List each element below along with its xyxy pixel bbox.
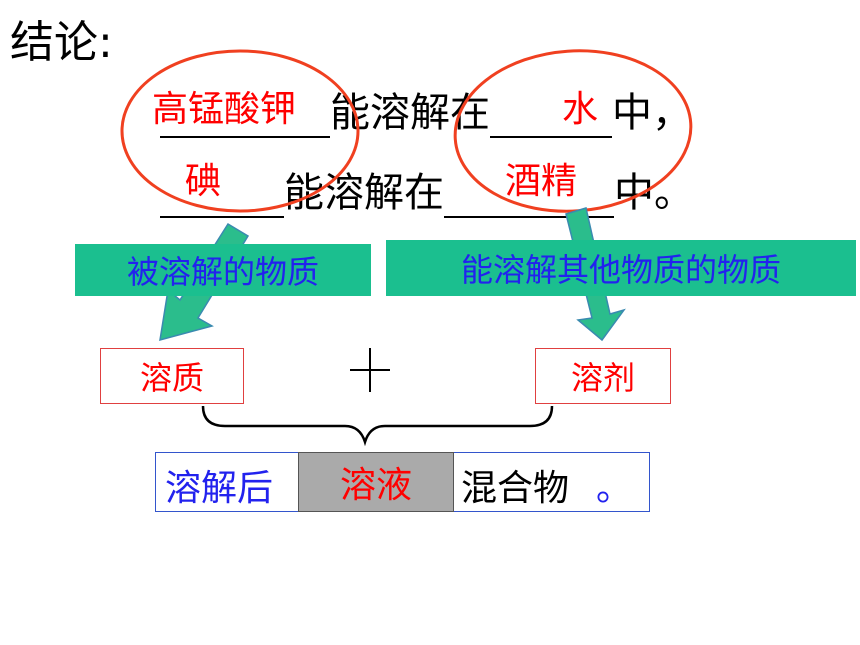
line2-text2: 中。 xyxy=(614,170,694,216)
left-circle xyxy=(120,49,360,213)
sentence-line-2: 能溶解在 中。 xyxy=(160,160,694,218)
result-period: 。 xyxy=(596,468,633,509)
label-solvent-definition: 能溶解其他物质的物质 xyxy=(386,240,856,296)
term-solute: 溶质 xyxy=(100,348,244,404)
result-suffix: 混合物 xyxy=(461,468,570,509)
line1-text2: 中， xyxy=(612,90,692,136)
brace-icon xyxy=(201,405,554,447)
line2-text1: 能溶解在 xyxy=(284,170,444,216)
answer-iodine: 碘 xyxy=(185,161,222,202)
blank-3 xyxy=(160,178,284,218)
page-title: 结论: xyxy=(10,17,113,68)
blank-1 xyxy=(160,98,330,138)
blank-4 xyxy=(444,178,614,218)
answer-cover-solution[interactable]: 溶液 xyxy=(298,452,454,512)
right-circle xyxy=(453,49,693,213)
blank-2 xyxy=(490,98,612,138)
result-prefix: 溶解后 xyxy=(165,468,274,509)
label-solute-definition: 被溶解的物质 xyxy=(75,244,371,296)
answer-alcohol: 酒精 xyxy=(505,161,578,202)
answer-potassium-permanganate: 高锰酸钾 xyxy=(152,89,297,130)
term-solvent: 溶剂 xyxy=(535,348,671,404)
answer-water: 水 xyxy=(562,89,599,130)
